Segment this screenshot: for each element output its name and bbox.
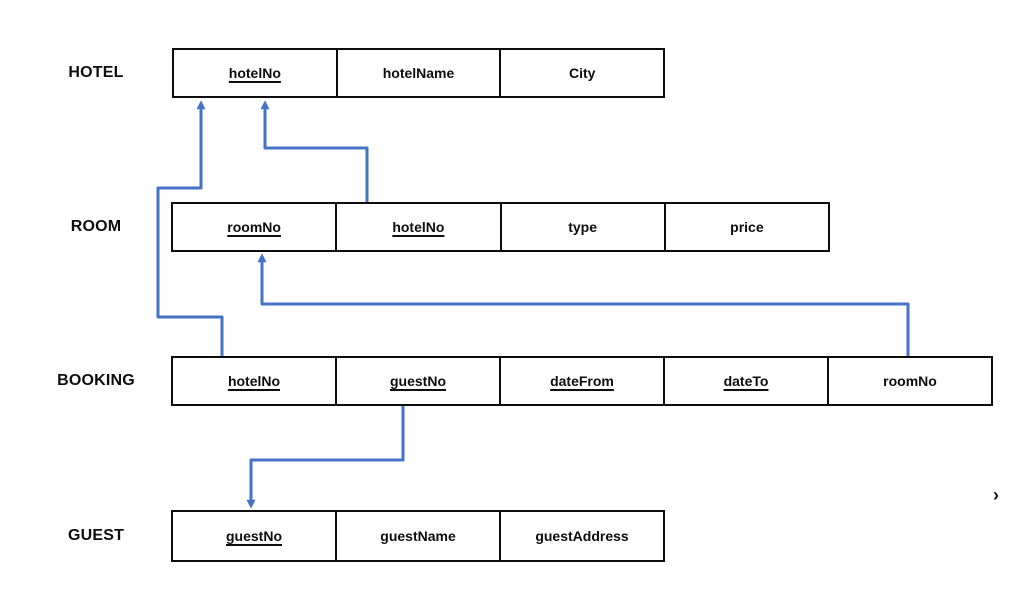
cell-hotel-hotelname: hotelName	[338, 50, 502, 96]
table-guest: guestNo guestName guestAddress	[171, 510, 665, 562]
cell-hotel-hotelno: hotelNo	[174, 50, 338, 96]
cell-room-price: price	[730, 219, 764, 235]
stray-chevron-glyph: ›	[993, 485, 999, 505]
table-room: roomNo hotelNo type price	[171, 202, 830, 252]
cell-room-hotelno: hotelNo	[337, 204, 502, 250]
table-label-guest: GUEST	[67, 527, 125, 544]
cell-guest-guestaddress: guestAddress	[535, 528, 629, 544]
table-label-room: ROOM	[70, 218, 122, 235]
arrow-room-hotelno-to-hotel-hotelno	[260, 100, 369, 202]
table-hotel: hotelNo hotelName City	[172, 48, 665, 98]
cell-booking-roomno: roomNo	[883, 373, 937, 389]
cell-hotel-city: City	[568, 65, 596, 81]
cell-room-type: type	[502, 204, 666, 250]
cell-booking-guestno: guestNo	[337, 358, 501, 404]
cell-booking-hotelno: hotelNo	[173, 358, 337, 404]
table-label-booking: BOOKING	[57, 372, 135, 389]
arrow-booking-guestno-to-guest-guestno	[246, 405, 405, 509]
cell-guest-guestname: guestName	[337, 512, 501, 560]
table-label-hotel: HOTEL	[68, 64, 124, 81]
cell-booking-datefrom: dateFrom	[501, 358, 665, 404]
table-booking: hotelNo guestNo dateFrom dateTo roomNo	[171, 356, 993, 406]
cell-guest-guestno: guestNo	[173, 512, 337, 560]
arrow-booking-roomno-to-room-roomno	[257, 253, 910, 356]
cell-booking-dateto: dateTo	[665, 358, 829, 404]
cell-room-roomno: roomNo	[173, 204, 338, 250]
